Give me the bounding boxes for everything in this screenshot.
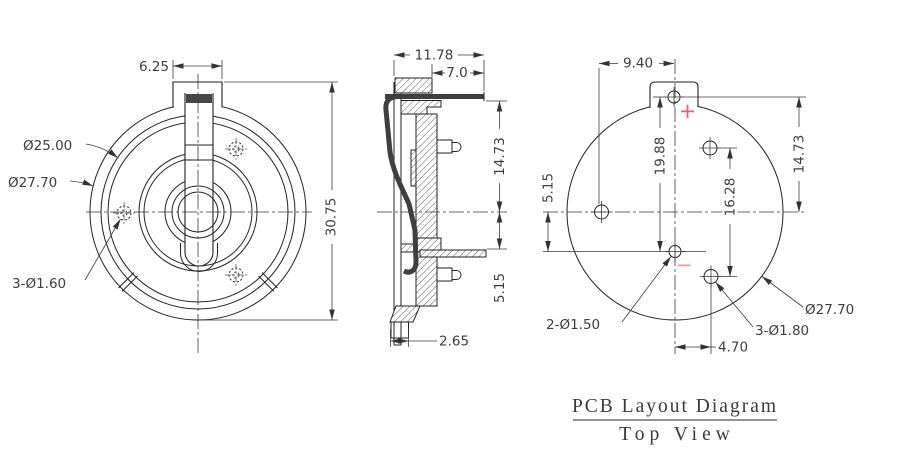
negative-terminal-strip — [419, 249, 487, 258]
mounting-peg-hole — [225, 264, 247, 286]
spring-contact — [383, 94, 419, 275]
dim-upper-height: 14.73 — [486, 100, 508, 212]
label-pin-holes-text: 2-Ø1.50 — [546, 317, 600, 333]
dim-overall-height-text: 30.75 — [324, 198, 340, 237]
dim-lower-height: 5.15 — [487, 212, 508, 303]
dim-upper-height-text: 14.73 — [492, 137, 508, 176]
peg-hole — [700, 265, 722, 288]
label-peg-holes-text: 3-Ø1.60 — [12, 276, 66, 292]
foot-section — [389, 305, 421, 323]
dim-foot-width: 2.65 — [390, 329, 469, 350]
polarity-plus-icon: + — [679, 99, 697, 123]
dim-below-center-text: 5.15 — [541, 173, 557, 203]
dim-upper-height-text: 14.73 — [792, 135, 808, 174]
pin-hole-positive — [664, 87, 684, 107]
strip-tip-cap — [186, 94, 212, 103]
dim-overall-height: 30.75 — [203, 81, 340, 321]
dim-pin-span: 19.88 — [652, 97, 669, 252]
upper-flange-section — [400, 100, 442, 115]
mounting-peg-hole — [225, 138, 247, 160]
label-inner-diameter: Ø25.00 — [23, 138, 119, 159]
holder-rim-profile — [393, 82, 402, 346]
dim-overall-width-text: 11.78 — [415, 48, 454, 64]
label-peg-holes: 3-Ø1.60 — [12, 218, 121, 292]
dim-foot-width-text: 2.65 — [439, 334, 469, 350]
keyhole-slot-outline — [180, 243, 218, 272]
dim-overall-width: 11.78 — [393, 47, 485, 91]
dim-right-hole-offset: 4.70 — [675, 340, 748, 356]
pcb-layout-view: 9.40 19.88 16.28 14.73 5.15 4.70 + − — [541, 56, 855, 356]
solder-pin — [436, 267, 462, 282]
solder-pin — [436, 139, 462, 154]
mounting-peg-hole — [113, 202, 135, 224]
side-view: 11.78 7.0 14.73 5.15 2.65 — [377, 47, 508, 350]
dim-peg-span: 16.28 — [722, 148, 739, 277]
dim-peg-span-text: 16.28 — [723, 178, 739, 217]
dim-tab-length: 7.0 — [431, 64, 484, 81]
dim-left-hole-offset-text: 9.40 — [623, 56, 653, 72]
label-peg-holes-text: 3-Ø1.80 — [755, 323, 809, 339]
dim-tab-length-text: 7.0 — [446, 65, 467, 81]
label-inner-diameter-text: Ø25.00 — [23, 138, 72, 154]
caption-subtitle: Top View — [619, 424, 735, 445]
dim-tab-width: 6.25 — [139, 59, 223, 79]
dim-left-hole-offset: 9.40 — [599, 56, 674, 72]
contact-strip-fill — [185, 93, 213, 266]
label-outer-diameter-text: Ø27.70 — [805, 302, 854, 318]
label-pin-holes: 2-Ø1.50 — [546, 256, 672, 333]
spring-pocket-section — [410, 149, 417, 187]
caption-title: PCB Layout Diagram — [572, 396, 778, 417]
dim-tab-width-text: 6.25 — [139, 59, 169, 75]
peg-hole — [699, 137, 721, 159]
dim-right-hole-offset-text: 4.70 — [718, 340, 748, 356]
pin-hole-negative — [665, 241, 685, 262]
peg-hole — [590, 201, 613, 223]
label-outer-diameter: Ø27.70 — [761, 276, 854, 318]
polarity-minus-icon: − — [675, 253, 693, 277]
body-column-section — [415, 113, 438, 307]
dim-pin-span-text: 19.88 — [653, 137, 669, 176]
contact-strip — [184, 93, 214, 267]
top-block-section — [394, 77, 433, 94]
pcb-tab — [649, 81, 699, 108]
label-peg-holes: 3-Ø1.80 — [715, 281, 809, 339]
label-outer-diameter-text: Ø27.70 — [8, 175, 57, 191]
dim-below-center: 5.15 — [541, 173, 557, 252]
front-tab — [172, 81, 223, 108]
front-view: 6.25 30.75 Ø25.00 Ø27.70 3-Ø1.60 — [8, 59, 340, 356]
dim-lower-height-text: 5.15 — [492, 273, 508, 303]
label-outer-diameter: Ø27.70 — [8, 175, 94, 191]
rim-break-lines — [118, 272, 278, 292]
caption: PCB Layout Diagram Top View — [572, 396, 778, 445]
dim-upper-height: 14.73 — [791, 97, 808, 212]
